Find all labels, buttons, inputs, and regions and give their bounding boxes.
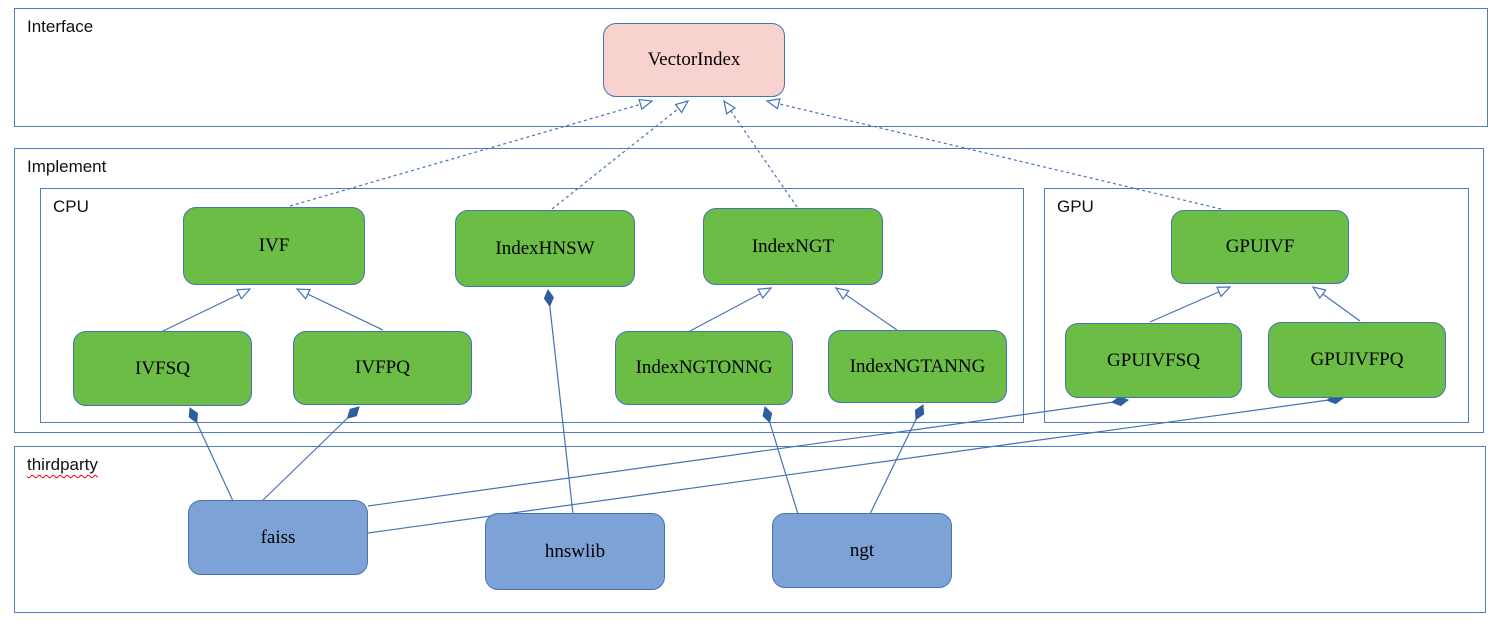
implement-container-label: Implement: [27, 157, 107, 176]
node-gpuivfpq-label: GPUIVFPQ: [1310, 349, 1404, 370]
node-hnswlib: hnswlib: [485, 513, 665, 590]
node-gpuivfsq-label: GPUIVFSQ: [1107, 349, 1200, 371]
node-ivf-label: IVF: [258, 235, 290, 256]
thirdparty-container-label: thirdparty: [27, 455, 98, 474]
node-ivfsq-label: IVFSQ: [135, 357, 190, 379]
interface-container-label: Interface: [27, 17, 94, 36]
gpu-container-label: GPU: [1057, 197, 1094, 216]
node-indexhnsw: IndexHNSW: [455, 210, 635, 287]
node-indexngtanng: IndexNGTANNG: [828, 330, 1007, 403]
node-gpuivfpq: GPUIVFPQ: [1268, 322, 1446, 398]
node-ivfsq: IVFSQ: [73, 331, 252, 406]
node-hnswlib-label: hnswlib: [544, 540, 606, 562]
node-ivfpq-label: IVFPQ: [355, 357, 410, 378]
node-indexngtanng-label: IndexNGTANNG: [849, 355, 986, 377]
node-gpuivf-label: GPUIVF: [1225, 236, 1295, 257]
cpu-container-label: CPU: [53, 197, 89, 216]
node-indexngt-label: IndexNGT: [751, 235, 835, 257]
node-gpuivfsq: GPUIVFSQ: [1065, 323, 1242, 398]
node-ngt: ngt: [772, 513, 952, 588]
node-indexhnsw-label: IndexHNSW: [495, 237, 595, 259]
node-indexngt: IndexNGT: [703, 208, 883, 285]
node-vectorindex: VectorIndex: [603, 23, 785, 97]
node-ivfpq: IVFPQ: [293, 331, 472, 405]
node-gpuivf: GPUIVF: [1171, 210, 1349, 284]
node-vectorindex-label: VectorIndex: [647, 49, 741, 70]
node-indexngtonng: IndexNGTONNG: [615, 331, 793, 405]
node-faiss-label: faiss: [260, 526, 296, 548]
node-indexngtonng-label: IndexNGTONNG: [635, 357, 773, 378]
node-ngt-label: ngt: [849, 539, 875, 561]
node-faiss: faiss: [188, 500, 368, 575]
node-ivf: IVF: [183, 207, 365, 285]
